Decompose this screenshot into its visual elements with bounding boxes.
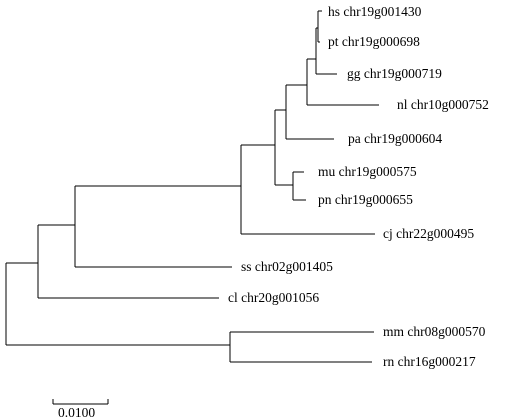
leaf-labels: hs chr19g001430 pt chr19g000698 gg chr19… [228, 4, 489, 369]
leaf-label-cl: cl chr20g001056 [228, 290, 319, 305]
leaf-label-nl: nl chr10g000752 [397, 97, 489, 112]
scale-bar: 0.0100 [52, 399, 109, 420]
leaf-label-pa: pa chr19g000604 [348, 131, 442, 146]
leaf-label-hs: hs chr19g001430 [328, 4, 422, 19]
leaf-label-rn: rn chr16g000217 [383, 354, 476, 369]
leaf-label-pt: pt chr19g000698 [328, 34, 420, 49]
leaf-label-pn: pn chr19g000655 [318, 192, 413, 207]
leaf-label-mm: mm chr08g000570 [383, 324, 486, 339]
leaf-label-gg: gg chr19g000719 [347, 66, 442, 81]
leaf-label-ss: ss chr02g001405 [241, 259, 333, 274]
scale-bar-label: 0.0100 [58, 405, 95, 420]
leaf-label-mu: mu chr19g000575 [318, 164, 417, 179]
tree-branches [5, 10, 379, 363]
leaf-label-cj: cj chr22g000495 [383, 226, 474, 241]
